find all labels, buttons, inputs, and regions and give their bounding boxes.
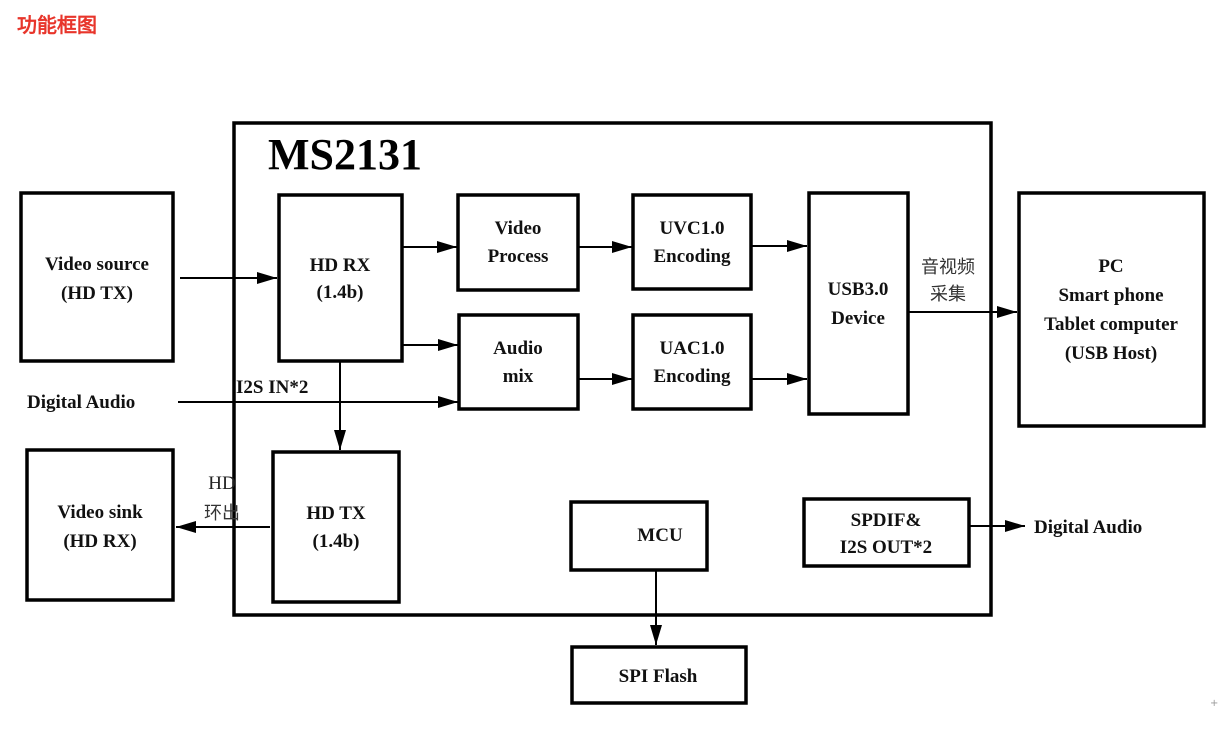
chip-name: MS2131 xyxy=(268,130,422,179)
hd-loop-label: HD xyxy=(208,473,235,494)
block-label: (1.4b) xyxy=(317,282,364,303)
hd-loop-label-2: 环出 xyxy=(204,503,240,524)
block-label: MCU xyxy=(637,525,683,546)
av-capture-label: 音视频 xyxy=(921,257,975,278)
block-label: mix xyxy=(503,366,534,387)
block-usb-host: PC Smart phone Tablet computer (USB Host… xyxy=(1017,191,1206,428)
block-label: (1.4b) xyxy=(313,531,360,552)
block-uac-encoding: UAC1.0 Encoding xyxy=(631,313,753,411)
block-label: SPDIF& xyxy=(851,510,922,531)
block-video-sink: Video sink (HD RX) xyxy=(25,448,175,602)
chip-boundary xyxy=(232,121,993,617)
block-audio-mix: Audio mix xyxy=(457,313,580,411)
block-label: SPI Flash xyxy=(619,666,698,687)
block-video-source: Video source (HD TX) xyxy=(19,191,175,363)
block-label: Video sink xyxy=(57,502,143,523)
digital-audio-in-label: Digital Audio xyxy=(27,392,135,413)
resize-handle-icon: + xyxy=(1210,698,1218,709)
block-label: (HD RX) xyxy=(63,531,136,552)
block-hd-tx: HD TX (1.4b) xyxy=(271,450,401,604)
block-label: USB3.0 xyxy=(828,279,889,300)
block-label: Process xyxy=(488,246,549,267)
block-uvc-encoding: UVC1.0 Encoding xyxy=(631,193,753,291)
block-label: Device xyxy=(831,308,885,329)
block-label: Encoding xyxy=(653,246,731,267)
block-spdif: SPDIF& I2S OUT*2 xyxy=(802,497,971,568)
block-label: UVC1.0 xyxy=(660,218,725,239)
block-label: Video source xyxy=(45,254,149,275)
block-label: (USB Host) xyxy=(1065,343,1157,364)
block-label: Video xyxy=(495,218,542,239)
digital-audio-out-label: Digital Audio xyxy=(1034,517,1142,538)
block-label: Smart phone xyxy=(1058,285,1163,306)
block-video-process: Video Process xyxy=(456,193,580,292)
block-label: UAC1.0 xyxy=(660,338,725,359)
block-spi-flash: SPI Flash xyxy=(570,645,748,705)
av-capture-label-2: 采集 xyxy=(930,284,966,305)
block-hd-rx: HD RX (1.4b) xyxy=(277,193,404,363)
block-label: PC xyxy=(1098,256,1123,277)
block-label: Audio xyxy=(493,338,543,359)
block-label: Tablet computer xyxy=(1044,314,1178,335)
block-label: (HD TX) xyxy=(61,283,133,304)
i2s-in-label: I2S IN*2 xyxy=(236,377,308,398)
block-mcu: MCU xyxy=(569,500,709,572)
page-title: 功能框图 xyxy=(17,13,97,37)
block-label: I2S OUT*2 xyxy=(840,537,932,558)
block-usb-device: USB3.0 Device xyxy=(807,191,910,416)
block-label: HD TX xyxy=(306,503,366,524)
block-label: Encoding xyxy=(653,366,731,387)
block-label: HD RX xyxy=(310,255,371,276)
